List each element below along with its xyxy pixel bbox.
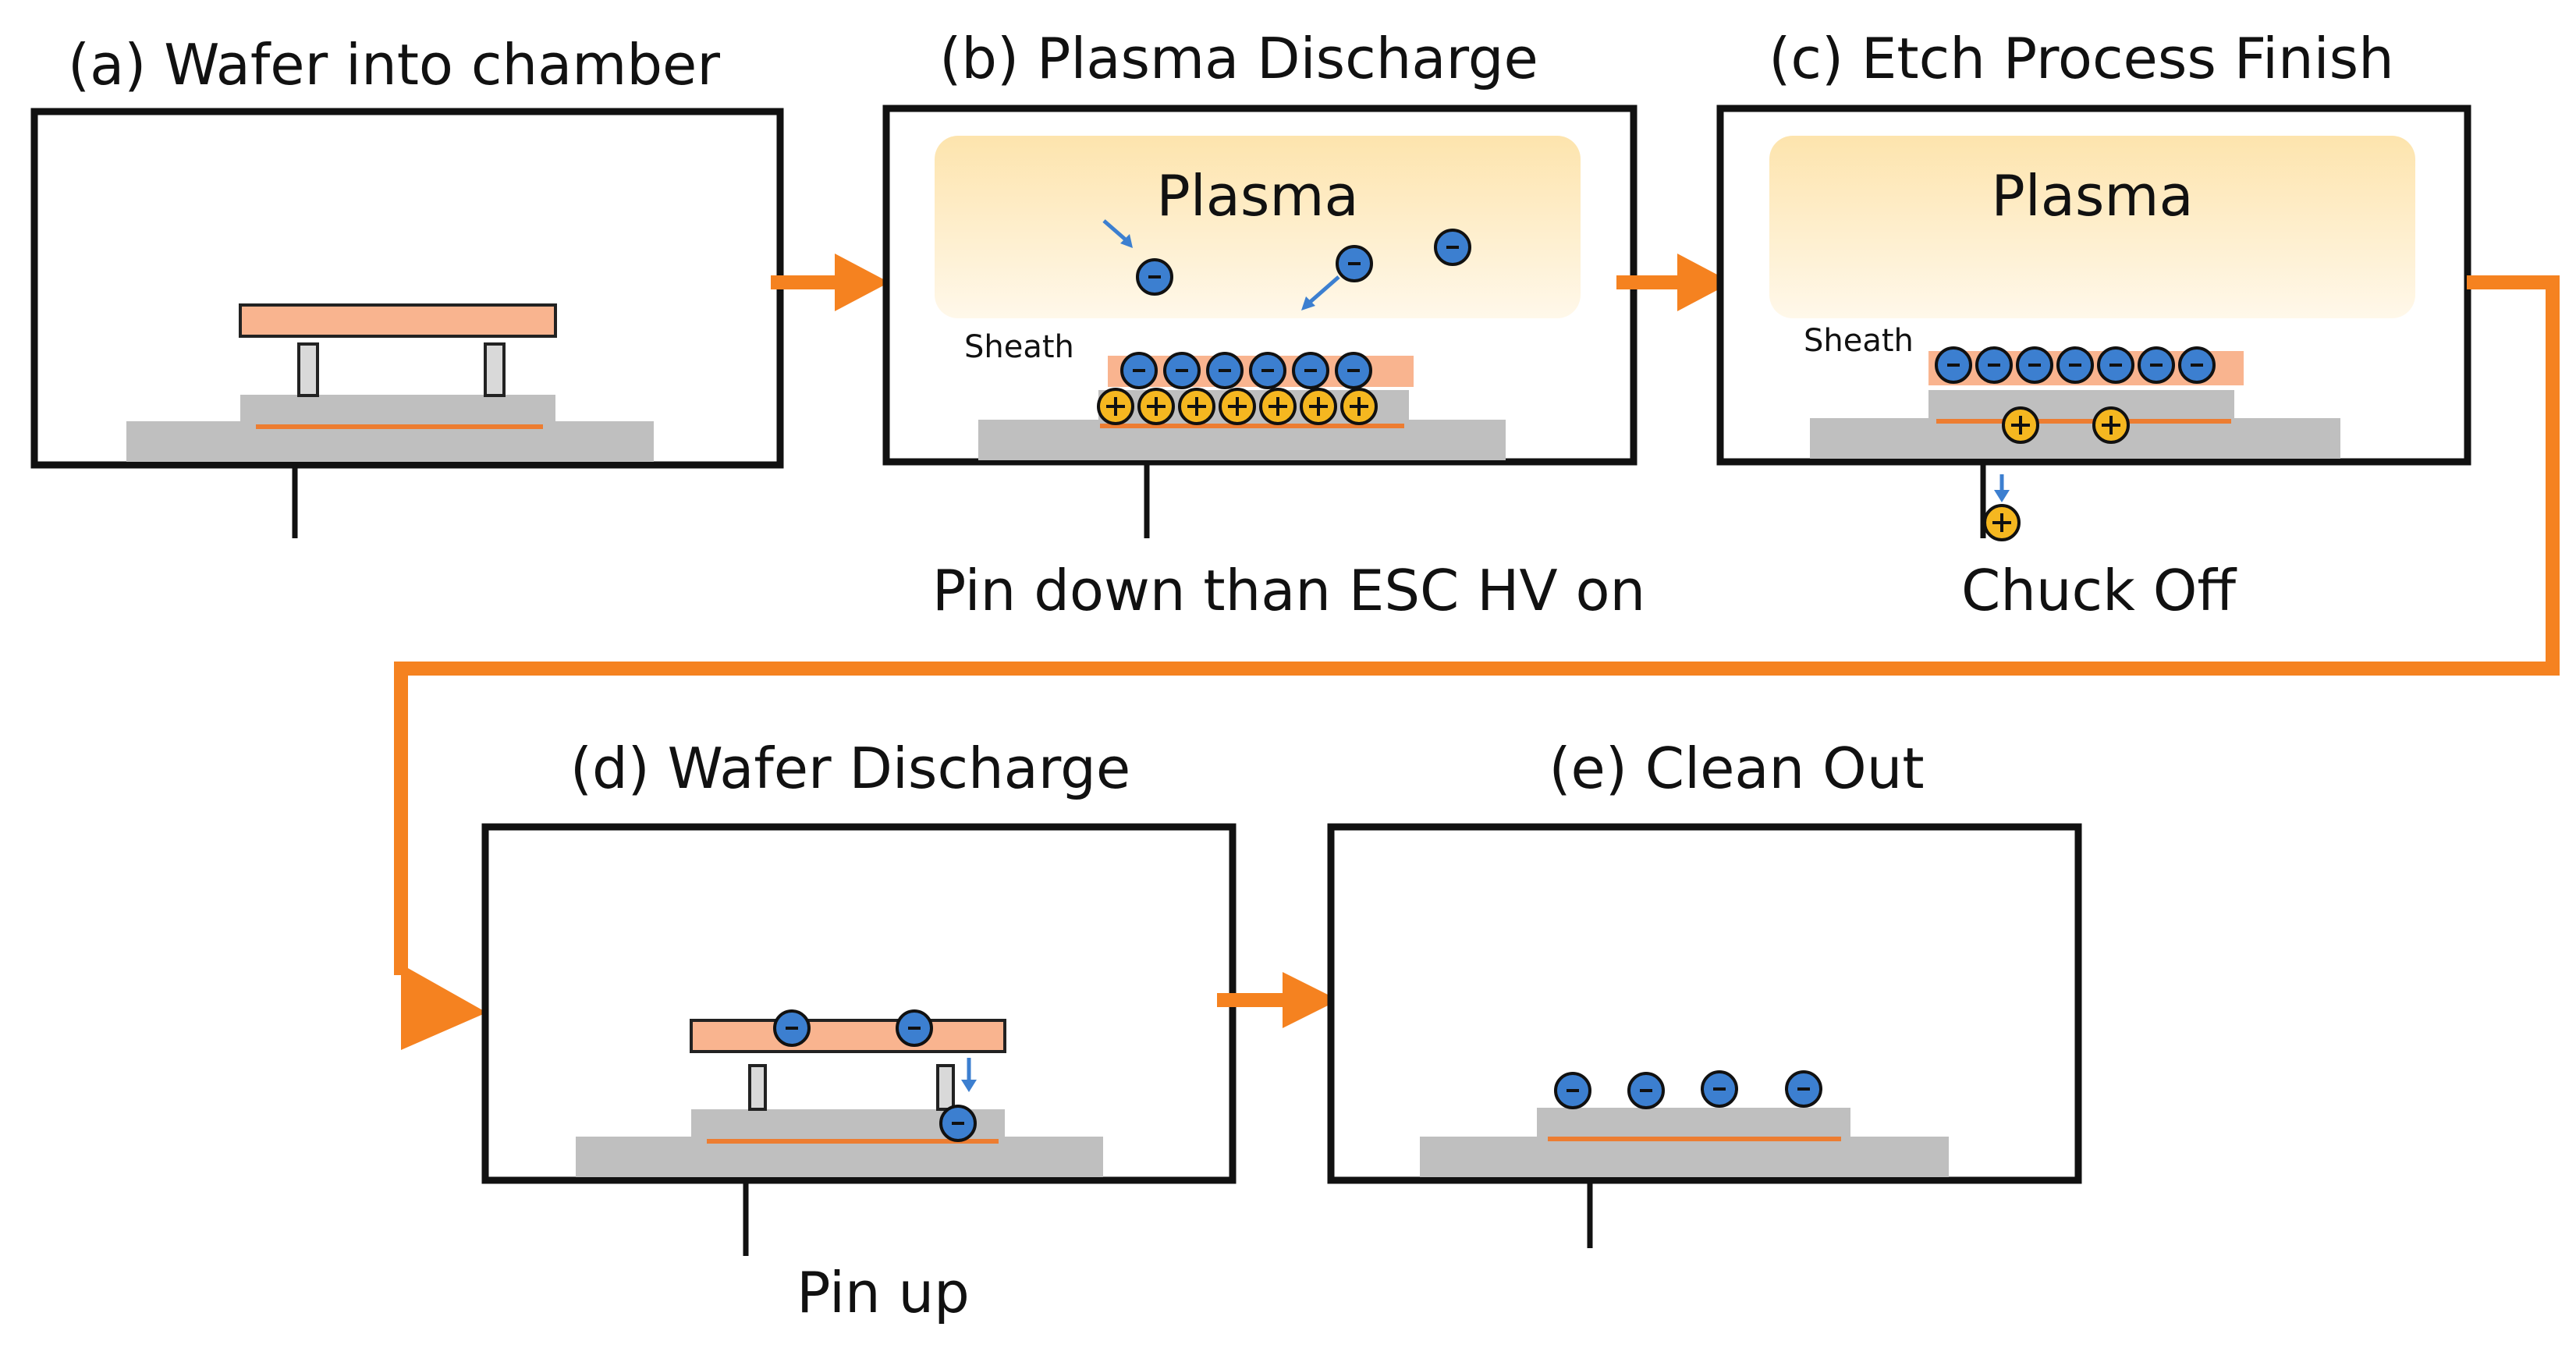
flow-arrow-d-e [1217,972,1339,1028]
blue-arrow-icon [1306,275,1340,306]
panel-d-caption: Pin up [797,1260,970,1325]
plasma-region-c [1769,136,2415,318]
panel-a: (a) Wafer into chamber [30,32,784,538]
sheath-label-c: Sheath [1804,323,1914,359]
wafer-a [239,303,557,338]
blue-arrowhead-icon [961,1080,977,1092]
minus-charge-icon [1975,346,2013,384]
plus-charge-icon [1219,388,1256,425]
flow-arrow-b-c [1616,254,1732,311]
plus-charge-icon [1097,388,1134,425]
blue-arrowhead-icon [1120,234,1133,248]
minus-charge-icon [1292,352,1329,389]
sheath-label-b: Sheath [964,329,1074,365]
minus-charge-icon [2138,346,2175,384]
lift-pin-right-a [484,342,506,397]
minus-charge-icon [1249,352,1286,389]
panel-b-caption: Pin down than ESC HV on [932,558,1645,623]
minus-charge-icon [1935,346,1972,384]
plus-charge-icon [1340,388,1378,425]
flow-arrow-a-b [771,254,889,311]
plus-charge-icon [2002,406,2039,444]
minus-charge-icon [2097,346,2134,384]
blue-arrowhead-icon [1301,296,1315,310]
panel-c-title: (c) Etch Process Finish [1769,26,2393,91]
panel-c: (c) Etch Process Finish Plasma Sheath Ch… [1716,26,2471,623]
minus-charge-icon [1627,1072,1665,1109]
lift-pin-left-a [297,342,319,397]
esc-top-e [1537,1108,1850,1140]
lift-pin-right-d [936,1064,955,1111]
esc-base-c [1810,418,2340,459]
wafer-d [690,1019,1006,1053]
minus-charge-icon [1434,229,1471,266]
plus-charge-icon [1137,388,1175,425]
minus-charge-icon [1206,352,1244,389]
esc-top-a [240,395,555,426]
blue-arrow-icon [1102,219,1130,243]
lift-pin-left-d [748,1064,767,1111]
minus-charge-icon [1554,1072,1591,1109]
panel-e: (e) Clean Out [1327,736,2082,1248]
blue-arrowhead-icon [1994,490,2010,502]
minus-charge-icon [1701,1070,1738,1108]
plasma-region-b [935,136,1581,318]
minus-charge-icon [896,1009,933,1047]
esc-base-e [1420,1137,1949,1177]
panel-d: (d) Wafer Discharge Pin up [481,736,1237,1325]
plasma-label-b: Plasma [1156,163,1358,229]
minus-charge-icon [2056,346,2094,384]
panel-b-title: (b) Plasma Discharge [939,26,1538,91]
plus-charge-icon [1983,504,2021,541]
panel-d-title: (d) Wafer Discharge [570,736,1130,801]
minus-charge-icon [1335,352,1372,389]
plus-charge-icon [1259,388,1297,425]
minus-charge-icon [939,1105,977,1142]
minus-charge-icon [2178,346,2216,384]
minus-charge-icon [1120,352,1158,389]
minus-charge-icon [1336,245,1373,282]
plus-charge-icon [1300,388,1337,425]
minus-charge-icon [1163,352,1201,389]
panel-a-title: (a) Wafer into chamber [68,32,720,98]
panel-e-title: (e) Clean Out [1549,736,1924,801]
plus-charge-icon [2092,406,2130,444]
plasma-label-c: Plasma [1991,163,2193,229]
minus-charge-icon [1136,258,1173,296]
minus-charge-icon [2016,346,2053,384]
minus-charge-icon [1785,1070,1822,1108]
flow-arrow-c-d [394,275,2560,1050]
plus-charge-icon [1178,388,1215,425]
panel-b: (b) Plasma Discharge Plasma Sheath Pin [882,26,1645,623]
esc-top-c [1928,390,2234,423]
minus-charge-icon [773,1009,811,1047]
panel-c-caption: Chuck Off [1961,558,2237,623]
